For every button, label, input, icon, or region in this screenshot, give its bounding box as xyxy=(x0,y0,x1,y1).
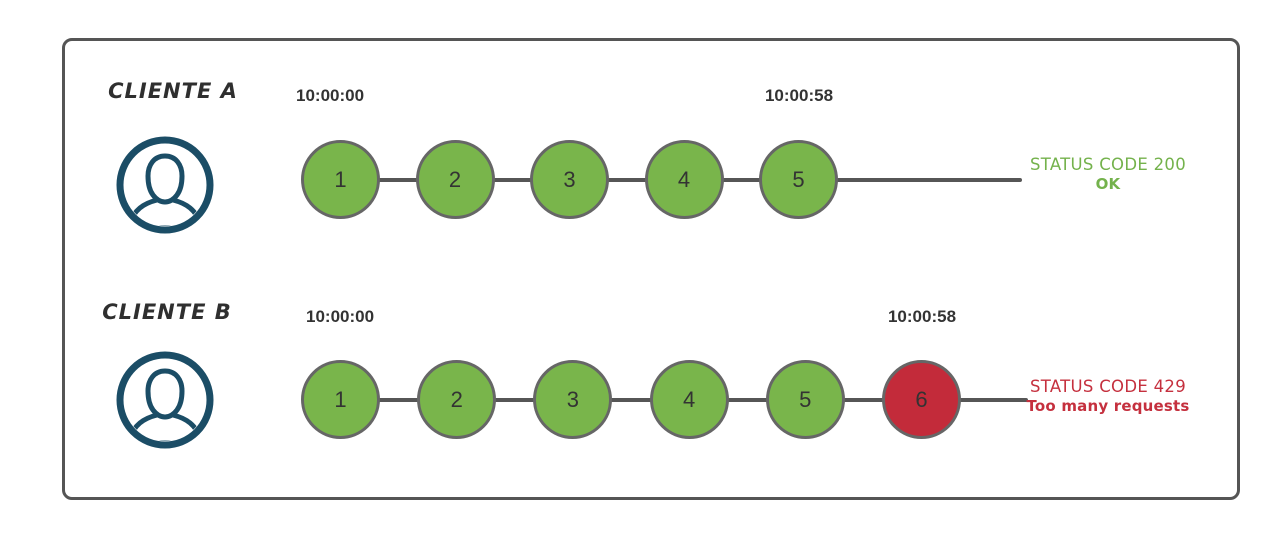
status-text: STATUS CODE 429 Too many requests xyxy=(1018,377,1198,415)
client-a-label: CLIENTE A xyxy=(108,79,238,103)
request-circle: 2 xyxy=(417,360,497,439)
request-circle: 3 xyxy=(533,360,613,439)
status-message-line: Too many requests xyxy=(1026,397,1190,415)
status-code-line: STATUS CODE 429 xyxy=(1029,377,1187,396)
request-circle: 1 xyxy=(301,360,380,439)
request-circle: 1 xyxy=(301,140,380,219)
request-circle: 5 xyxy=(759,140,838,219)
request-circle: 6 xyxy=(882,360,961,439)
end-timestamp: 10:00:58 xyxy=(764,86,834,105)
status-message-line: OK xyxy=(1095,175,1121,193)
start-timestamp: 10:00:00 xyxy=(306,307,375,326)
user-icon xyxy=(115,135,215,235)
user-icon xyxy=(115,350,215,450)
request-circle: 4 xyxy=(644,140,724,219)
diagram-frame xyxy=(62,38,1240,500)
request-circle: 5 xyxy=(765,360,845,439)
client-b-label: CLIENTE B xyxy=(102,300,232,324)
status-code-line: STATUS CODE 200 xyxy=(1029,155,1187,174)
request-circle: 3 xyxy=(530,140,609,219)
end-timestamp: 10:00:58 xyxy=(887,307,957,326)
request-circle: 2 xyxy=(415,140,495,219)
request-circle: 4 xyxy=(649,360,729,439)
status-text: STATUS CODE 200 OK xyxy=(1022,155,1194,193)
start-timestamp: 10:00:00 xyxy=(296,86,365,105)
